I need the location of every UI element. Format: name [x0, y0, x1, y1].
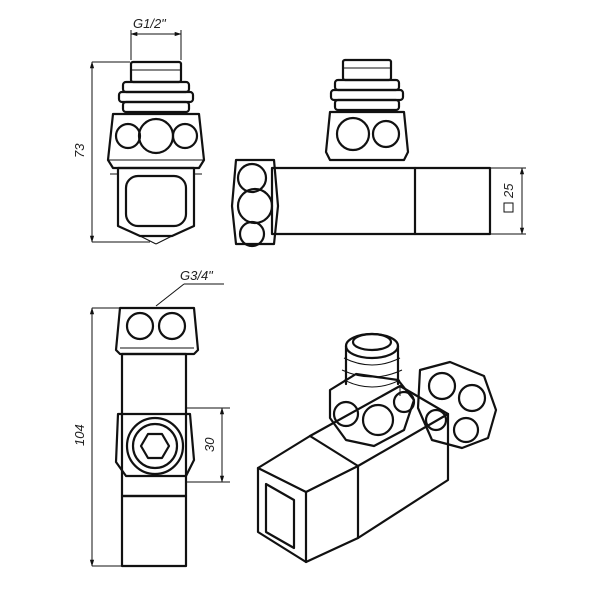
square-size-label: 25 [501, 183, 516, 199]
bottom-front-view: G3/4" 104 30 [72, 268, 230, 568]
height-side-label: 104 [72, 424, 87, 446]
thread-side-label: G3/4" [180, 268, 214, 283]
side-view: 25 [230, 58, 526, 248]
height-front-label: 73 [72, 143, 87, 158]
hex-offset-label: 30 [202, 437, 217, 452]
thread-top-label: G1/2" [133, 16, 167, 31]
isometric-view [256, 332, 498, 564]
front-view: G1/2" 73 [72, 16, 206, 245]
